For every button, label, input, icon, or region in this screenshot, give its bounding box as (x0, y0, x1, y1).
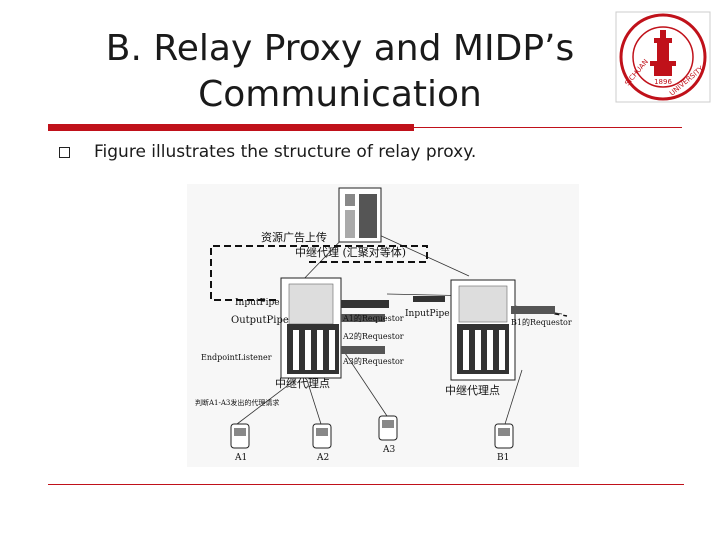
device-a2-icon (312, 423, 332, 449)
sichuan-university-seal-icon: 1896 SICHUAN UNIVERSITY (615, 11, 711, 103)
label-device-a2: A2 (316, 453, 329, 463)
device-a1-icon (230, 423, 250, 449)
slide-title-line-2: Communication (198, 74, 482, 115)
label-a3-requestor: A3的Requestor (342, 356, 404, 366)
logo-year: 1896 (654, 78, 672, 86)
b1-requestor-bar (511, 306, 555, 314)
relay-server-left (280, 277, 342, 379)
bullet-marker-icon (59, 147, 70, 158)
label-input-pipe-left: InputPipe (235, 298, 280, 308)
label-a1-requestor: A1的Requestor (342, 313, 404, 323)
label-device-a1: A1 (234, 453, 247, 463)
slide-title-line-1: B. Relay Proxy and MIDP’s (105, 28, 575, 69)
relay-server-top (338, 187, 382, 243)
label-relay-point-left: 中继代理点 (275, 377, 330, 390)
label-device-b1: B1 (497, 453, 509, 463)
label-relay-peer: 中继代理 (汇聚对等体) (295, 245, 406, 259)
label-output-pipe: OutputPipe (231, 315, 289, 326)
label-endpoint-listener: EndpointListener (201, 353, 272, 362)
footer-divider (48, 484, 684, 485)
a1-requestor-bar (341, 300, 389, 308)
label-device-a3: A3 (382, 445, 395, 455)
dashed-relay-loop (210, 245, 428, 301)
relay-proxy-figure: 资源广告上传 中继代理 (汇聚对等体) InputPipe OutputPipe… (187, 184, 579, 467)
label-b1-requestor: B1的Requestor (511, 317, 572, 327)
label-search-note: 判断A1-A3发出的代理请求 (195, 398, 279, 407)
label-ad-upload: 资源广告上传 (261, 230, 327, 244)
input-pipe-bar (413, 296, 445, 302)
bullet-text: Figure illustrates the structure of rela… (94, 142, 477, 162)
label-input-pipe-right: InputPipe (405, 309, 450, 319)
device-b1-icon (494, 423, 514, 449)
university-logo: 1896 SICHUAN UNIVERSITY (614, 10, 712, 104)
device-a3-icon (378, 415, 398, 441)
slide-title: B. Relay Proxy and MIDP’s Communication (70, 26, 610, 118)
title-underline-thin (414, 127, 682, 128)
label-relay-point-right: 中继代理点 (445, 384, 500, 397)
relay-server-right (450, 279, 516, 381)
label-a2-requestor: A2的Requestor (342, 331, 404, 341)
a2-requestor-bar (341, 314, 385, 322)
a3-requestor-bar (341, 346, 385, 354)
title-underline-accent (48, 124, 414, 131)
